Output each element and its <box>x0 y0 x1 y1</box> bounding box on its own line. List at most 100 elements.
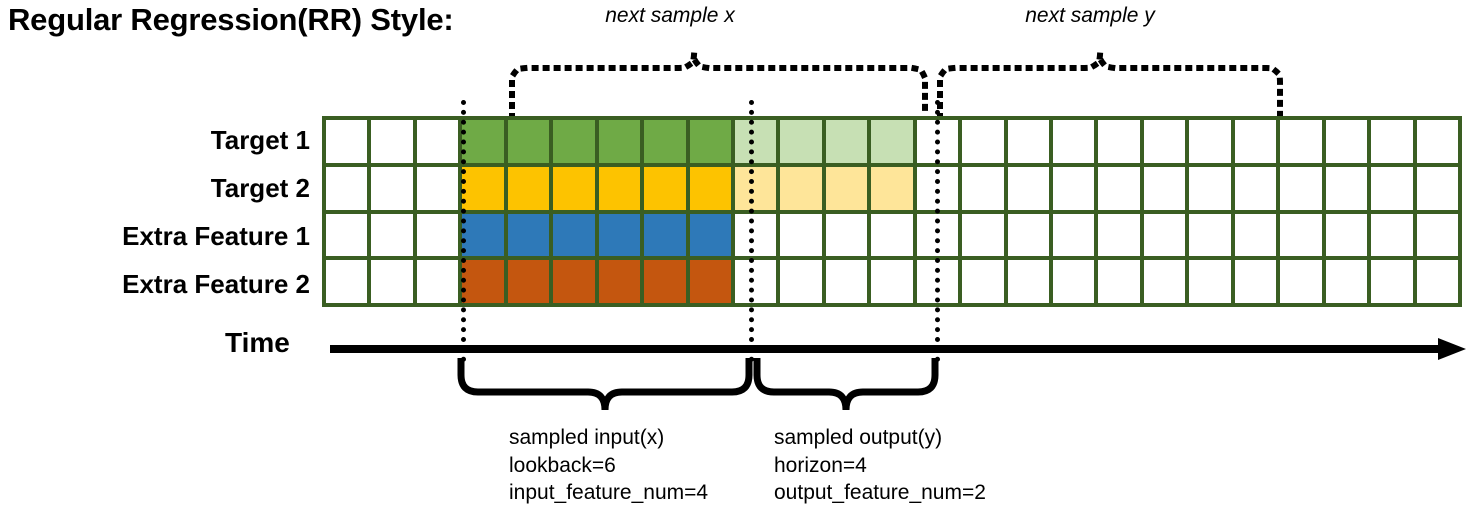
grid-cell <box>553 166 595 210</box>
grid-cell <box>416 120 459 163</box>
grid-cell <box>462 213 504 257</box>
grid-cell <box>1189 120 1231 163</box>
grid-cell <box>780 260 822 303</box>
grid-cell <box>1371 260 1413 303</box>
grid-cell <box>1143 213 1186 257</box>
grid-cell <box>825 260 868 303</box>
grid-cell <box>1325 120 1368 163</box>
grid-cell <box>1189 213 1231 257</box>
grid-cell <box>326 213 368 257</box>
grid-cell <box>326 260 368 303</box>
grid-cell <box>1053 120 1095 163</box>
grid-cell <box>962 120 1004 163</box>
grid-cell <box>1280 260 1322 303</box>
time-axis-arrow <box>330 338 1466 360</box>
bottom-brace-text-input: sampled input(x) lookback=6 input_featur… <box>509 424 708 507</box>
grid-cell <box>416 213 459 257</box>
grid-cell <box>734 120 777 163</box>
grid-cell <box>1007 166 1050 210</box>
top-brace-label-next-sample-x: next sample x <box>605 4 735 27</box>
grid-cell <box>1280 120 1322 163</box>
grid-cell <box>1143 166 1186 210</box>
grid-cell <box>1416 120 1458 163</box>
bottom-brace-input-line2: lookback=6 <box>509 453 616 477</box>
grid-cell <box>462 120 504 163</box>
grid-cell <box>1098 166 1140 210</box>
grid-cell <box>1371 213 1413 257</box>
grid-cell <box>644 260 686 303</box>
grid-cell <box>553 213 595 257</box>
grid-cell <box>1007 120 1050 163</box>
grid-cell <box>871 166 913 210</box>
grid-cell <box>734 260 777 303</box>
grid-cell <box>598 166 641 210</box>
grid-cell <box>371 213 413 257</box>
grid-cell <box>1189 166 1231 210</box>
row-label-extra-feature-1: Extra Feature 1 <box>122 221 310 251</box>
grid-cell <box>644 213 686 257</box>
guide-line-input-end <box>749 100 754 362</box>
grid-cell <box>644 166 686 210</box>
grid-cell <box>371 166 413 210</box>
grid-cell <box>507 166 550 210</box>
grid-cell <box>689 120 731 163</box>
top-brace-y <box>937 53 1283 120</box>
grid-cell <box>1416 260 1458 303</box>
grid-cell <box>1416 213 1458 257</box>
grid-cell <box>507 260 550 303</box>
grid-cell <box>871 213 913 257</box>
grid-cell <box>962 213 1004 257</box>
grid-cell <box>326 120 368 163</box>
bottom-brace-text-output: sampled output(y) horizon=4 output_featu… <box>774 424 986 507</box>
grid-cell <box>1053 260 1095 303</box>
grid-cell <box>1325 213 1368 257</box>
grid-cell <box>871 120 913 163</box>
grid-cell <box>1053 213 1095 257</box>
row-label-target-2: Target 2 <box>210 173 310 203</box>
grid-cell <box>462 260 504 303</box>
grid-cell <box>780 213 822 257</box>
grid-cell <box>1325 260 1368 303</box>
grid-cell <box>1234 260 1277 303</box>
grid-cell <box>1234 213 1277 257</box>
grid-cell <box>507 213 550 257</box>
grid-cell <box>825 213 868 257</box>
time-axis-label: Time <box>225 327 290 358</box>
grid-cell <box>962 260 1004 303</box>
guide-line-output-end <box>935 100 940 362</box>
grid-cell <box>1053 166 1095 210</box>
row-label-target-1: Target 1 <box>210 125 310 155</box>
grid-cell <box>689 213 731 257</box>
grid-cell <box>462 166 504 210</box>
grid-cell <box>871 260 913 303</box>
grid-cell <box>553 120 595 163</box>
grid-cell <box>689 166 731 210</box>
grid-cell <box>598 120 641 163</box>
grid-cell <box>1325 166 1368 210</box>
grid-cell <box>1234 166 1277 210</box>
grid-cell <box>326 166 368 210</box>
grid-cell <box>734 166 777 210</box>
grid-cell <box>1371 120 1413 163</box>
grid-cell <box>1007 260 1050 303</box>
guide-line-input-start <box>461 100 466 362</box>
grid-cell <box>1280 213 1322 257</box>
grid-cell <box>780 120 822 163</box>
bottom-brace-input <box>457 358 753 411</box>
grid-cell <box>507 120 550 163</box>
page-title: Regular Regression(RR) Style: <box>8 2 454 37</box>
grid-cell <box>598 260 641 303</box>
grid-cell <box>962 166 1004 210</box>
top-brace-label-next-sample-y: next sample y <box>1025 4 1155 27</box>
bottom-brace-input-line3: input_feature_num=4 <box>509 481 709 505</box>
grid-cell <box>1007 213 1050 257</box>
bottom-brace-input-line1: sampled input(x) <box>509 426 665 449</box>
grid-cell <box>1098 213 1140 257</box>
grid-cell <box>825 166 868 210</box>
grid-cell <box>644 120 686 163</box>
grid-cell <box>553 260 595 303</box>
bottom-brace-output-line1: sampled output(y) <box>774 426 943 449</box>
grid-cell <box>1280 166 1322 210</box>
grid-cell <box>825 120 868 163</box>
